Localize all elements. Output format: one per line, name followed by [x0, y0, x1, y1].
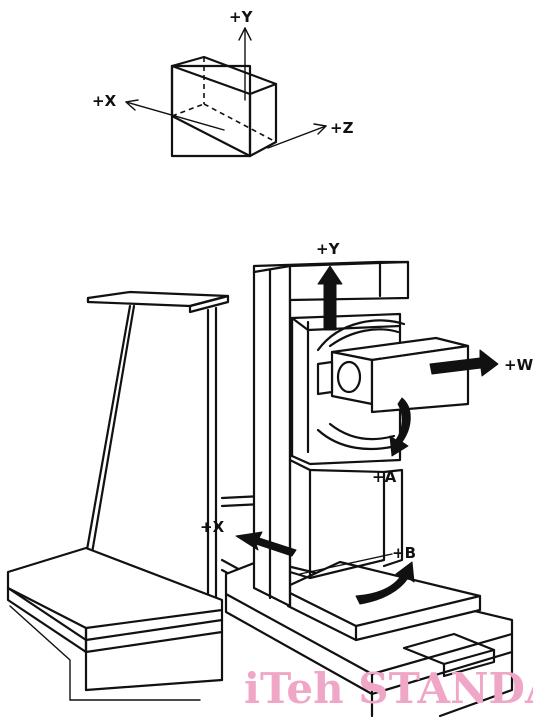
machine-plus-w-label: +W — [504, 356, 533, 374]
key-x-axis-arrow — [125, 99, 225, 131]
key-z-axis-arrow — [267, 123, 327, 149]
key-plus-y-label: +Y — [229, 8, 254, 26]
key-plus-z-label: +Z — [330, 119, 354, 137]
left-base — [6, 546, 224, 701]
y-axis-arrow — [317, 265, 343, 331]
rotary-head — [316, 319, 406, 451]
key-box — [170, 55, 278, 158]
key-plus-x-label: +X — [92, 92, 117, 110]
a-axis-arrow — [389, 397, 411, 457]
machine-plus-a-label: +A — [372, 468, 397, 486]
machine-plus-x-label: +X — [200, 518, 225, 536]
machine-drawing: +Y +W +A +X +B — [6, 240, 533, 718]
rotary-table — [286, 553, 482, 642]
machine-plus-y-label: +Y — [316, 240, 341, 258]
watermark-text: iTeh STANDA — [244, 664, 533, 713]
w-axis-arrow — [429, 349, 499, 377]
b-axis-arrow — [355, 561, 415, 605]
key-y-axis-arrow — [238, 27, 252, 101]
coordinate-key: +Y +X +Z — [92, 8, 354, 158]
x-axis-arrow — [235, 531, 297, 557]
machine-plus-b-label: +B — [392, 544, 416, 562]
machine-column — [252, 260, 410, 608]
